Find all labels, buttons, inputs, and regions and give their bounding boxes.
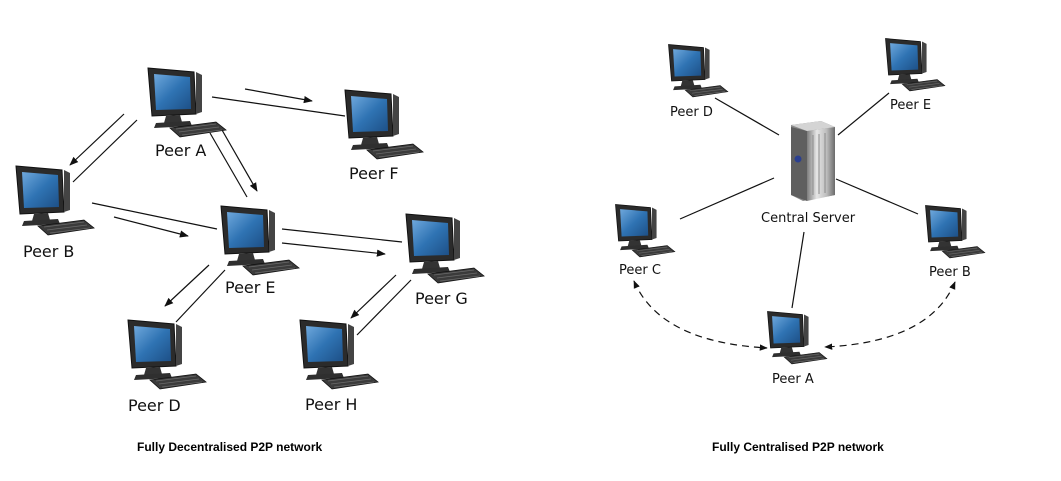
dashed-link-c-a xyxy=(633,280,768,351)
peer-g-computer-icon xyxy=(405,213,485,284)
link-server-b xyxy=(835,178,919,215)
central-peer-c-label: Peer C xyxy=(619,263,661,278)
peer-a-label: Peer A xyxy=(155,141,207,160)
decentralised-network xyxy=(15,67,485,390)
link-server-a xyxy=(791,231,805,309)
peer-d-computer-icon xyxy=(127,319,207,390)
link-e-d xyxy=(175,269,226,323)
link-b-e xyxy=(91,202,218,230)
arrow-a-b xyxy=(69,113,125,166)
peer-b-computer-icon xyxy=(15,165,95,236)
arrow-g-h xyxy=(350,274,397,319)
peer-c-computer-icon xyxy=(615,204,676,258)
centralised-links xyxy=(633,92,956,351)
peer-e-label: Peer E xyxy=(225,278,276,297)
link-a-e xyxy=(209,132,248,198)
arrow-b-e xyxy=(113,216,189,238)
peer-f-computer-icon xyxy=(344,89,424,160)
peer-a-computer-icon xyxy=(767,311,828,365)
dashed-link-b-a xyxy=(824,281,956,350)
central-peer-b-label: Peer B xyxy=(929,265,971,280)
link-a-f xyxy=(211,96,346,117)
peer-d-label: Peer D xyxy=(128,396,181,415)
link-server-e xyxy=(837,92,890,136)
peer-h-computer-icon xyxy=(299,319,379,390)
central-server-label: Central Server xyxy=(761,211,856,226)
arrow-a-f xyxy=(244,88,313,104)
central-peer-e-label: Peer E xyxy=(890,98,932,113)
link-server-c xyxy=(679,177,775,220)
link-server-d xyxy=(714,97,780,136)
link-a-b xyxy=(72,119,138,183)
peer-b-label: Peer B xyxy=(23,242,75,261)
link-g-h xyxy=(356,279,412,336)
decentralised-caption: Fully Decentralised P2P network xyxy=(137,440,323,454)
arrow-e-d xyxy=(164,264,210,307)
central-peer-a-label: Peer A xyxy=(772,372,814,387)
peer-g-label: Peer G xyxy=(415,289,468,308)
peer-e-computer-icon xyxy=(885,38,946,92)
arrow-a-e xyxy=(221,129,258,192)
arrow-e-g xyxy=(281,242,386,257)
central-peer-d-label: Peer D xyxy=(670,105,713,120)
peer-e-computer-icon xyxy=(220,205,300,276)
peer-b-computer-icon xyxy=(925,205,986,259)
decentralised-links xyxy=(69,88,412,336)
link-e-g xyxy=(281,228,403,243)
centralised-network xyxy=(615,38,986,365)
peer-a-computer-icon xyxy=(147,67,227,138)
peer-d-computer-icon xyxy=(668,44,729,98)
peer-f-label: Peer F xyxy=(349,164,399,183)
server-tower-icon xyxy=(791,121,835,201)
peer-h-label: Peer H xyxy=(305,395,358,414)
centralised-caption: Fully Centralised P2P network xyxy=(712,440,884,454)
